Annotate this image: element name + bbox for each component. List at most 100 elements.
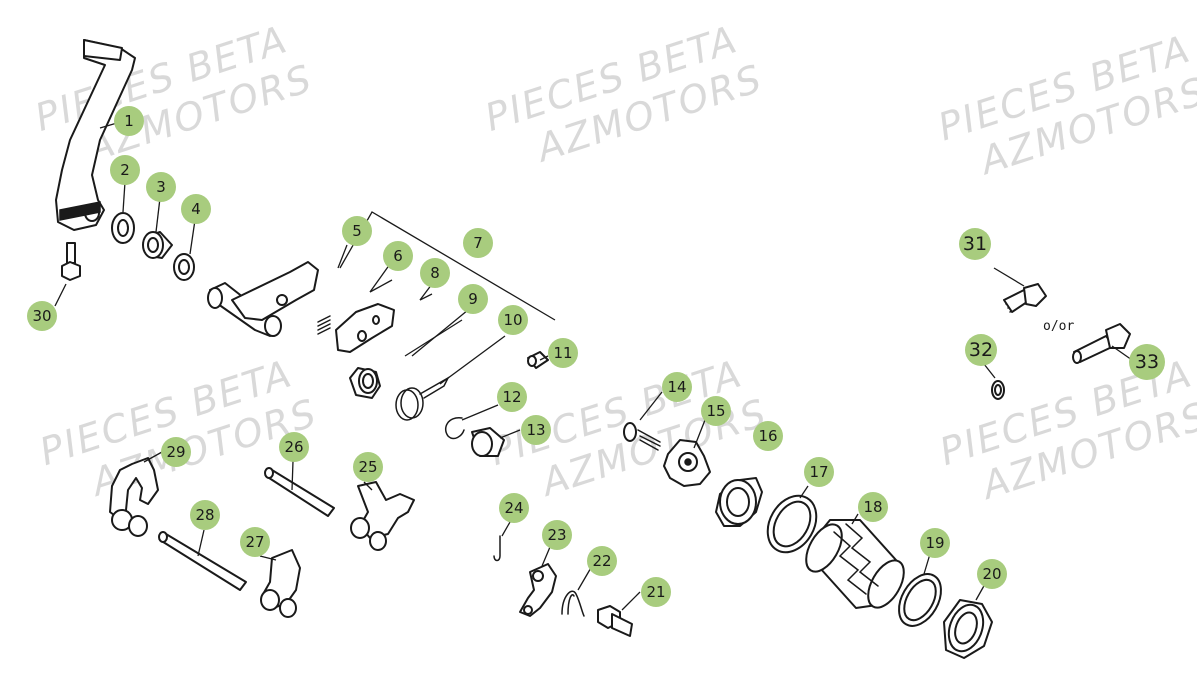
part-14-screw — [623, 422, 661, 451]
part-29-shift-fork — [109, 457, 159, 537]
callout-27: 27 — [240, 527, 270, 557]
svg-text:8: 8 — [430, 264, 440, 282]
part-12-clip — [444, 417, 465, 440]
part-5-selector-shaft — [207, 261, 319, 337]
callout-25: 25 — [353, 452, 383, 482]
svg-text:13: 13 — [526, 421, 545, 439]
callout-2: 2 — [110, 155, 140, 185]
svg-text:29: 29 — [166, 443, 185, 461]
part-small-spring — [317, 315, 331, 335]
part-16-bearing — [715, 477, 763, 527]
svg-text:10: 10 — [503, 311, 522, 329]
watermarks: PIECES BETA AZMOTORS PIECES BETA AZMOTOR… — [30, 17, 1197, 509]
callout-7: 7 — [463, 228, 493, 258]
callout-9: 9 — [458, 284, 488, 314]
callout-20: 20 — [977, 559, 1007, 589]
svg-text:31: 31 — [963, 233, 987, 255]
callout-28: 28 — [190, 500, 220, 530]
part-31-bolt — [1003, 283, 1047, 313]
callout-10: 10 — [498, 305, 528, 335]
callout-6: 6 — [383, 241, 413, 271]
svg-text:2: 2 — [120, 161, 130, 179]
svg-text:9: 9 — [468, 290, 478, 308]
callout-1: 1 — [114, 106, 144, 136]
callout-4: 4 — [181, 194, 211, 224]
callout-18: 18 — [858, 492, 888, 522]
callout-16: 16 — [753, 421, 783, 451]
svg-text:20: 20 — [982, 565, 1001, 583]
svg-text:27: 27 — [245, 533, 264, 551]
leader-lines — [54, 122, 1133, 611]
svg-text:15: 15 — [706, 402, 725, 420]
part-18-selector-drum — [805, 519, 905, 609]
callout-3: 3 — [146, 172, 176, 202]
callout-5: 5 — [342, 216, 372, 246]
svg-text:17: 17 — [809, 463, 828, 481]
svg-text:14: 14 — [667, 378, 686, 396]
svg-text:3: 3 — [156, 178, 166, 196]
part-2-washer — [111, 212, 135, 244]
part-19-ring — [898, 573, 942, 627]
svg-text:33: 33 — [1135, 351, 1159, 373]
svg-text:19: 19 — [925, 534, 944, 552]
svg-text:23: 23 — [547, 526, 566, 544]
part-22-spring — [561, 590, 585, 617]
part-10-spring — [395, 376, 450, 421]
svg-text:12: 12 — [502, 388, 521, 406]
alternative-note: o/or — [1043, 319, 1074, 334]
part-bushing — [349, 367, 381, 399]
svg-text:11: 11 — [553, 344, 572, 362]
svg-text:4: 4 — [191, 200, 201, 218]
part-23-lever — [519, 563, 557, 617]
callout-31: 31 — [959, 228, 991, 260]
callout-8: 8 — [420, 258, 450, 288]
part-4-washer — [173, 253, 195, 281]
svg-text:18: 18 — [863, 498, 882, 516]
part-25-shift-fork — [350, 481, 415, 551]
part-6-plate — [335, 303, 395, 353]
callout-22: 22 — [587, 546, 617, 576]
svg-text:25: 25 — [358, 458, 377, 476]
svg-text:32: 32 — [969, 339, 993, 361]
svg-text:30: 30 — [32, 307, 51, 325]
callout-19: 19 — [920, 528, 950, 558]
svg-text:21: 21 — [646, 583, 665, 601]
callout-21: 21 — [641, 577, 671, 607]
callout-24: 24 — [499, 493, 529, 523]
part-13-bushing — [471, 427, 505, 457]
part-17-ring — [766, 494, 818, 554]
svg-text:28: 28 — [195, 506, 214, 524]
part-1-lever — [55, 39, 136, 231]
callout-26: 26 — [279, 432, 309, 462]
svg-text:1: 1 — [124, 112, 134, 130]
part-30-bolt — [61, 242, 81, 281]
callout-12: 12 — [497, 382, 527, 412]
svg-text:7: 7 — [473, 234, 483, 252]
part-15-star-cam — [663, 439, 711, 487]
callout-29: 29 — [161, 437, 191, 467]
part-32-washer — [991, 380, 1005, 400]
callout-badges: 1 2 3 4 5 6 7 8 9 10 11 12 13 14 15 16 1… — [27, 106, 1165, 607]
part-33-bolt — [1072, 323, 1131, 364]
svg-text:16: 16 — [758, 427, 777, 445]
callout-13: 13 — [521, 415, 551, 445]
part-26-rod — [264, 467, 335, 517]
callout-11: 11 — [548, 338, 578, 368]
svg-text:6: 6 — [393, 247, 403, 265]
callout-23: 23 — [542, 520, 572, 550]
callout-30: 30 — [27, 301, 57, 331]
svg-text:24: 24 — [504, 499, 523, 517]
part-27-shift-fork — [260, 549, 301, 618]
part-20-needle-bearing — [943, 599, 993, 659]
svg-text:26: 26 — [284, 438, 303, 456]
part-21-bolt — [597, 605, 633, 637]
callout-17: 17 — [804, 457, 834, 487]
callout-32: 32 — [965, 334, 997, 366]
callout-14: 14 — [662, 372, 692, 402]
part-11-pin — [527, 351, 549, 369]
part-24-pin — [493, 535, 501, 562]
part-28-rod — [158, 531, 247, 591]
part-3-bushing — [142, 231, 173, 259]
callout-15: 15 — [701, 396, 731, 426]
svg-text:5: 5 — [352, 222, 362, 240]
